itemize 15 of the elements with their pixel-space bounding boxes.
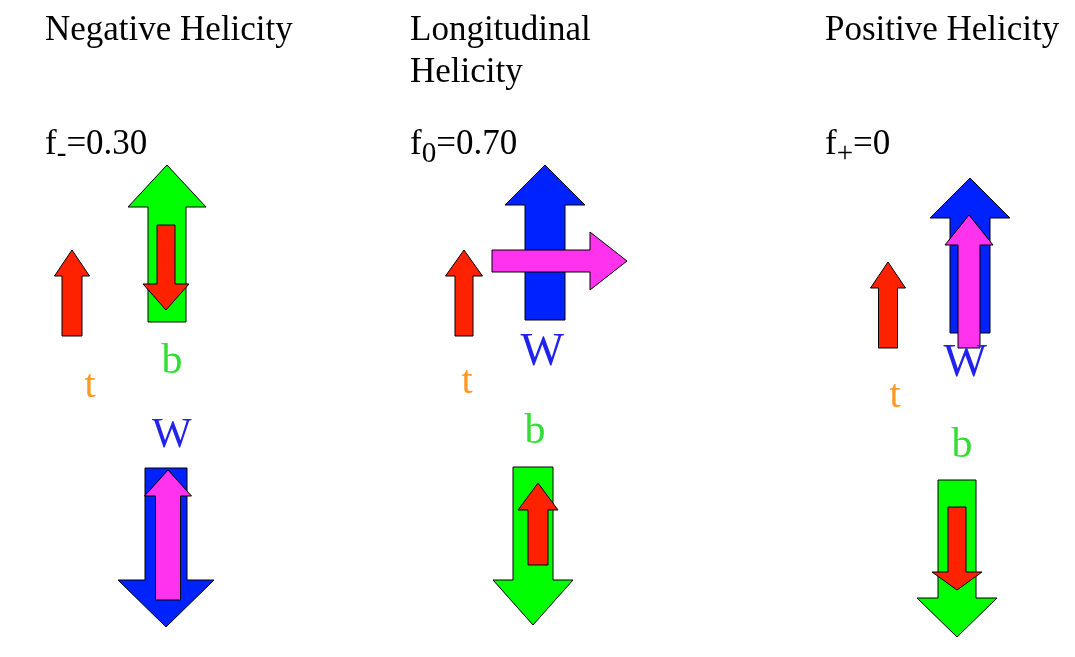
particle-label: W (943, 334, 987, 388)
heading: Positive Helicity (825, 8, 1061, 50)
fraction-value: f$_{+}$=0 (825, 122, 891, 170)
particle-label: t (84, 360, 96, 408)
particle-label: W (152, 409, 192, 458)
particle-label: W (520, 323, 564, 377)
fraction-value: f$_{0}$=0.70 (410, 122, 518, 170)
heading: Longitudinal Helicity (410, 8, 592, 92)
particle-label: b (951, 419, 973, 468)
particle-label: t (461, 356, 473, 404)
particle-label: b (524, 405, 546, 454)
fraction-value: f$_{-}$=0.30 (45, 122, 148, 170)
particle-label: t (889, 370, 901, 418)
particle-label: b (161, 335, 183, 384)
heading: Negative Helicity (45, 8, 294, 50)
